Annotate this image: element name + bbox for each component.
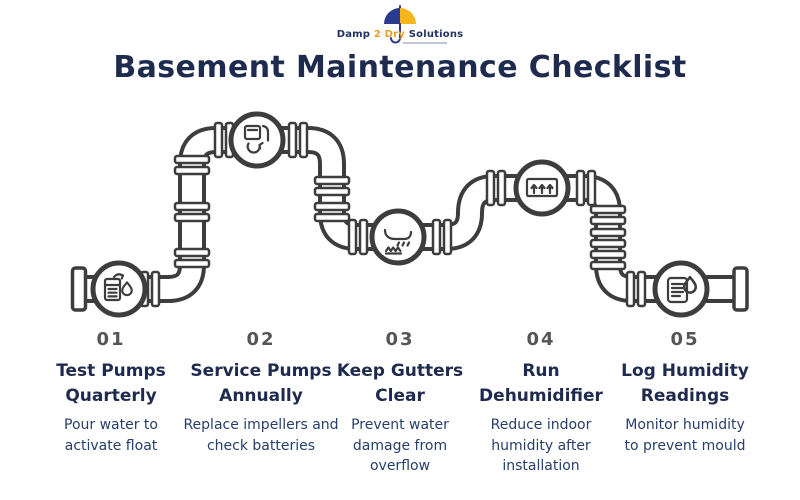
step-title: Log Humidity Readings — [621, 361, 749, 406]
step-description: Replace impellers and check batteries — [183, 417, 339, 454]
step-2-column: 02 Service Pumps Annually Replace impell… — [171, 329, 351, 456]
gutter-rain-icon — [383, 228, 413, 255]
humidity-log-icon — [666, 275, 698, 304]
brand-name-2: 2 — [373, 29, 381, 40]
step-title: Run Dehumidifier — [479, 361, 603, 406]
step-number: 05 — [670, 329, 700, 350]
brand-name-damp: Damp — [336, 29, 371, 40]
pump-service-refresh-icon — [243, 124, 270, 154]
step-title: Test Pumps Quarterly — [56, 361, 166, 406]
step-title: Keep Gutters Clear — [336, 361, 464, 406]
step-title: Service Pumps Annually — [190, 361, 332, 406]
step-number: 02 — [246, 329, 276, 350]
sump-pump-droplet-icon — [103, 273, 133, 302]
step-5-column: 05 Log Humidity Readings Monitor humidit… — [595, 329, 775, 456]
pipe-end-cap-right — [732, 266, 749, 312]
step-number: 03 — [385, 329, 415, 350]
brand-name-dry: Dry — [384, 29, 406, 40]
step-3-column: 03 Keep Gutters Clear Prevent water dama… — [310, 329, 490, 476]
step-4-column: 04 Run Dehumidifier Reduce indoor humidi… — [451, 329, 631, 476]
step-description: Monitor humidity to prevent mould — [624, 417, 746, 454]
logo-tagline — [403, 42, 447, 44]
dehumidifier-icon — [525, 177, 559, 198]
brand-name: Damp 2 Dry Solutions — [325, 29, 475, 40]
brand-name-solutions: Solutions — [408, 29, 464, 40]
step-3-node — [369, 208, 427, 266]
step-number: 04 — [526, 329, 556, 350]
step-number: 01 — [96, 329, 126, 350]
pipe-end-cap-left — [70, 266, 88, 312]
umbrella-icon — [384, 5, 416, 44]
page-title: Basement Maintenance Checklist — [113, 50, 687, 85]
step-1-column: 01 Test Pumps Quarterly Pour water to ac… — [21, 329, 201, 456]
step-description: Pour water to activate float — [64, 417, 158, 454]
step-description: Reduce indoor humidity after installatio… — [490, 417, 592, 474]
step-description: Prevent water damage from overflow — [351, 417, 449, 474]
brand-logo: Damp 2 Dry Solutions — [325, 5, 475, 47]
